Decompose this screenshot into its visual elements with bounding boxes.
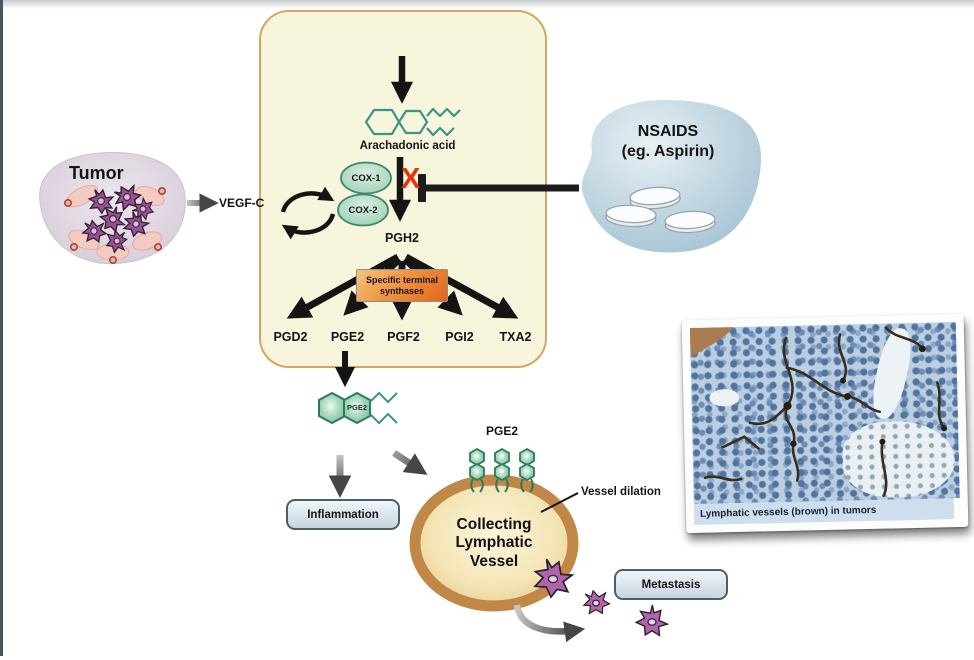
histology-photo: Lymphatic vessels (brown) in tumors [681,313,969,534]
metastasis-label: Metastasis [641,578,701,591]
cox1-label: COX-1 [351,173,381,184]
product-pgf2-label: PGF2 [387,330,420,344]
cox2-label: COX-2 [348,205,378,216]
inflammation-box: Inflammation [286,499,400,530]
pge2-molecule [318,391,398,425]
vessel-dilation-pointer [540,492,579,513]
metastasis-box: Metastasis [614,569,728,600]
lymphatic-vessel [409,474,579,612]
vessel-line3: Vessel [469,552,519,570]
nsaids-line2: (eg. Aspirin) [621,143,715,160]
micrograph-image [689,322,960,504]
slide-top-edge [0,0,974,9]
inhibition-tbar [418,174,579,202]
inhibition-x-symbol: X [401,163,421,195]
tumor-stroma-dots [64,187,167,264]
tumor-cell-nuclei [90,193,147,245]
inflammation-label: Inflammation [307,508,379,521]
synthases-box: Specific terminal synthases [356,269,448,302]
feedback-cycle-arrows [280,186,336,240]
metastatic-cell-nuclei [547,574,657,626]
vessel-line2: Lymphatic [455,534,533,552]
vegfc-label: VEGF-C [219,196,265,210]
vessel-dilation-label: Vessel dilation [581,486,661,498]
slide-left-edge [0,0,3,656]
lymphatic-vessel-stains [689,326,948,497]
product-pgd2-label: PGD2 [273,330,308,344]
product-pgi2-label: PGI2 [445,330,474,344]
tumor-label: Tumor [69,163,124,183]
arachidonic-acid-structure [364,107,461,137]
metastasis-flow-arrow [513,604,586,643]
cox2-enzyme [337,193,389,227]
product-txa2-label: TXA2 [499,330,532,344]
pgh2-label: PGH2 [384,231,420,245]
nsaids-blob [581,99,762,253]
vessel-line1: Collecting [456,516,532,533]
cox1-enzyme [340,161,392,195]
arachidonic-acid-label: Arachadonic acid [359,140,456,152]
vessel-title: Collecting Lymphatic Vessel [430,516,558,571]
nsaids-label: NSAIDS (eg. Aspirin) [598,122,738,162]
product-pge2-label: PGE2 [330,330,365,344]
pge2-receptors [469,447,535,493]
nsaids-line1: NSAIDS [637,123,699,140]
synthases-line1: Specific terminal [365,274,439,285]
tumor-blob [39,152,186,265]
synthases-line2: synthases [379,285,425,296]
pge2-vessel-arrow [392,450,428,475]
receptor-pge2-label: PGE2 [485,424,518,438]
pge2-molecule-label: PGE2 [346,403,367,412]
aspirin-pills [605,186,716,234]
